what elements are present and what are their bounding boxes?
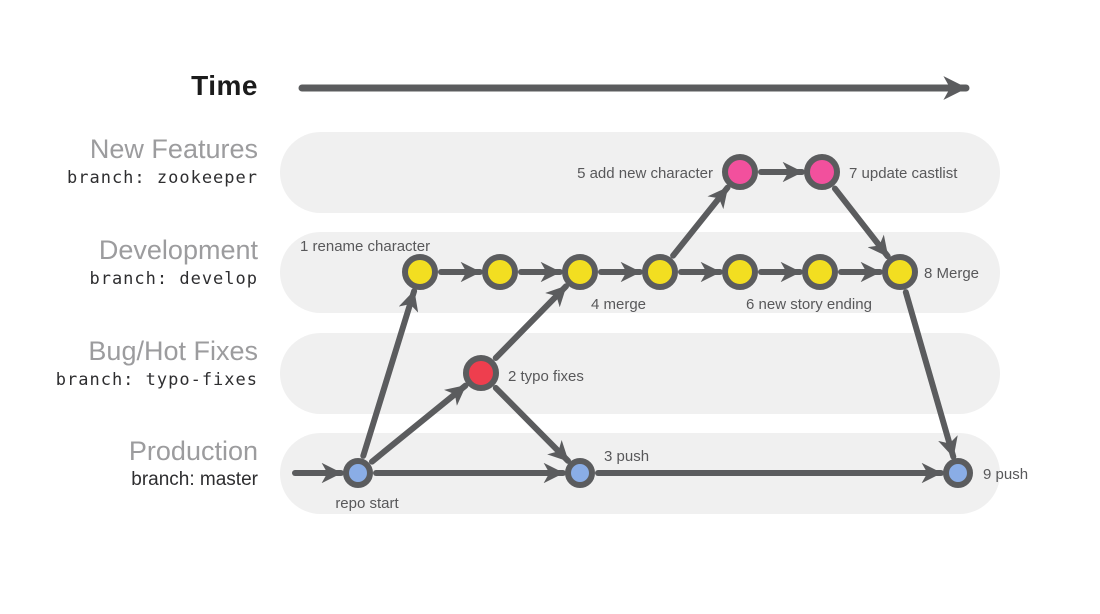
edge-repo-start-to-commit-1 xyxy=(360,288,419,459)
time-axis-label: Time xyxy=(191,70,258,101)
edge-develop-d-to-commit-5 xyxy=(670,184,731,259)
branch-name-label: branch: typo-fixes xyxy=(55,370,258,390)
lane-header-bug-hot-fixes: Bug/Hot Fixes branch: typo-fixes xyxy=(28,336,258,392)
commit-label-commit-7: 7 update castlist xyxy=(849,165,958,182)
commit-node-develop-e xyxy=(722,254,758,290)
commit-node-commit-6 xyxy=(802,254,838,290)
commit-node-commit-8 xyxy=(882,254,918,290)
lane-header-new-features: New Features branch: zookeeper xyxy=(28,134,258,190)
lane-title: Development xyxy=(98,235,258,265)
lane-title: New Features xyxy=(89,134,258,164)
commit-label-commit-6: 6 new story ending xyxy=(746,296,872,313)
commit-node-commit-1 xyxy=(402,254,438,290)
lane-title: Bug/Hot Fixes xyxy=(88,336,258,366)
commit-node-commit-4 xyxy=(562,254,598,290)
commit-label-commit-1: 1 rename character xyxy=(300,238,430,255)
commit-node-develop-b xyxy=(482,254,518,290)
commit-label-commit-4: 4 merge xyxy=(591,296,646,313)
edge-commit-2-to-commit-3 xyxy=(492,384,572,464)
commit-edges xyxy=(292,76,970,484)
lane-header-development: Development branch: develop xyxy=(28,235,258,291)
commit-node-commit-7 xyxy=(804,154,840,190)
edge-commit-8-to-commit-9 xyxy=(902,289,958,460)
commit-label-commit-3: 3 push xyxy=(604,448,649,465)
commit-label-commit-9: 9 push xyxy=(983,466,1028,483)
commit-node-commit-5 xyxy=(722,154,758,190)
commit-node-commit-9 xyxy=(943,458,973,488)
edge-repo-start-to-commit-2 xyxy=(368,382,469,465)
lane-pill-new-features xyxy=(280,132,1000,213)
commit-node-commit-2 xyxy=(463,355,499,391)
commit-node-develop-d xyxy=(642,254,678,290)
commit-label-commit-2: 2 typo fixes xyxy=(508,368,584,385)
branch-name-label: branch: zookeeper xyxy=(67,168,258,188)
edge-commit-2-to-commit-4 xyxy=(492,283,569,362)
commit-label-commit-5: 5 add new character xyxy=(577,165,713,182)
commit-label-repo-start: repo start xyxy=(335,495,399,512)
commit-nodes xyxy=(343,154,973,488)
branch-name-label: branch: master xyxy=(131,469,258,490)
lane-title: Production xyxy=(128,436,258,466)
branch-name-label: branch: develop xyxy=(89,269,258,289)
commit-node-repo-start xyxy=(343,458,373,488)
commit-labels: repo start 1 rename character 4 merge 6 new… xyxy=(300,165,1028,512)
commit-node-commit-3 xyxy=(565,458,595,488)
edge-commit-7-to-commit-8 xyxy=(831,185,891,260)
lane-header-production: Production branch: master xyxy=(28,436,258,492)
commit-label-commit-8: 8 Merge xyxy=(924,265,979,282)
